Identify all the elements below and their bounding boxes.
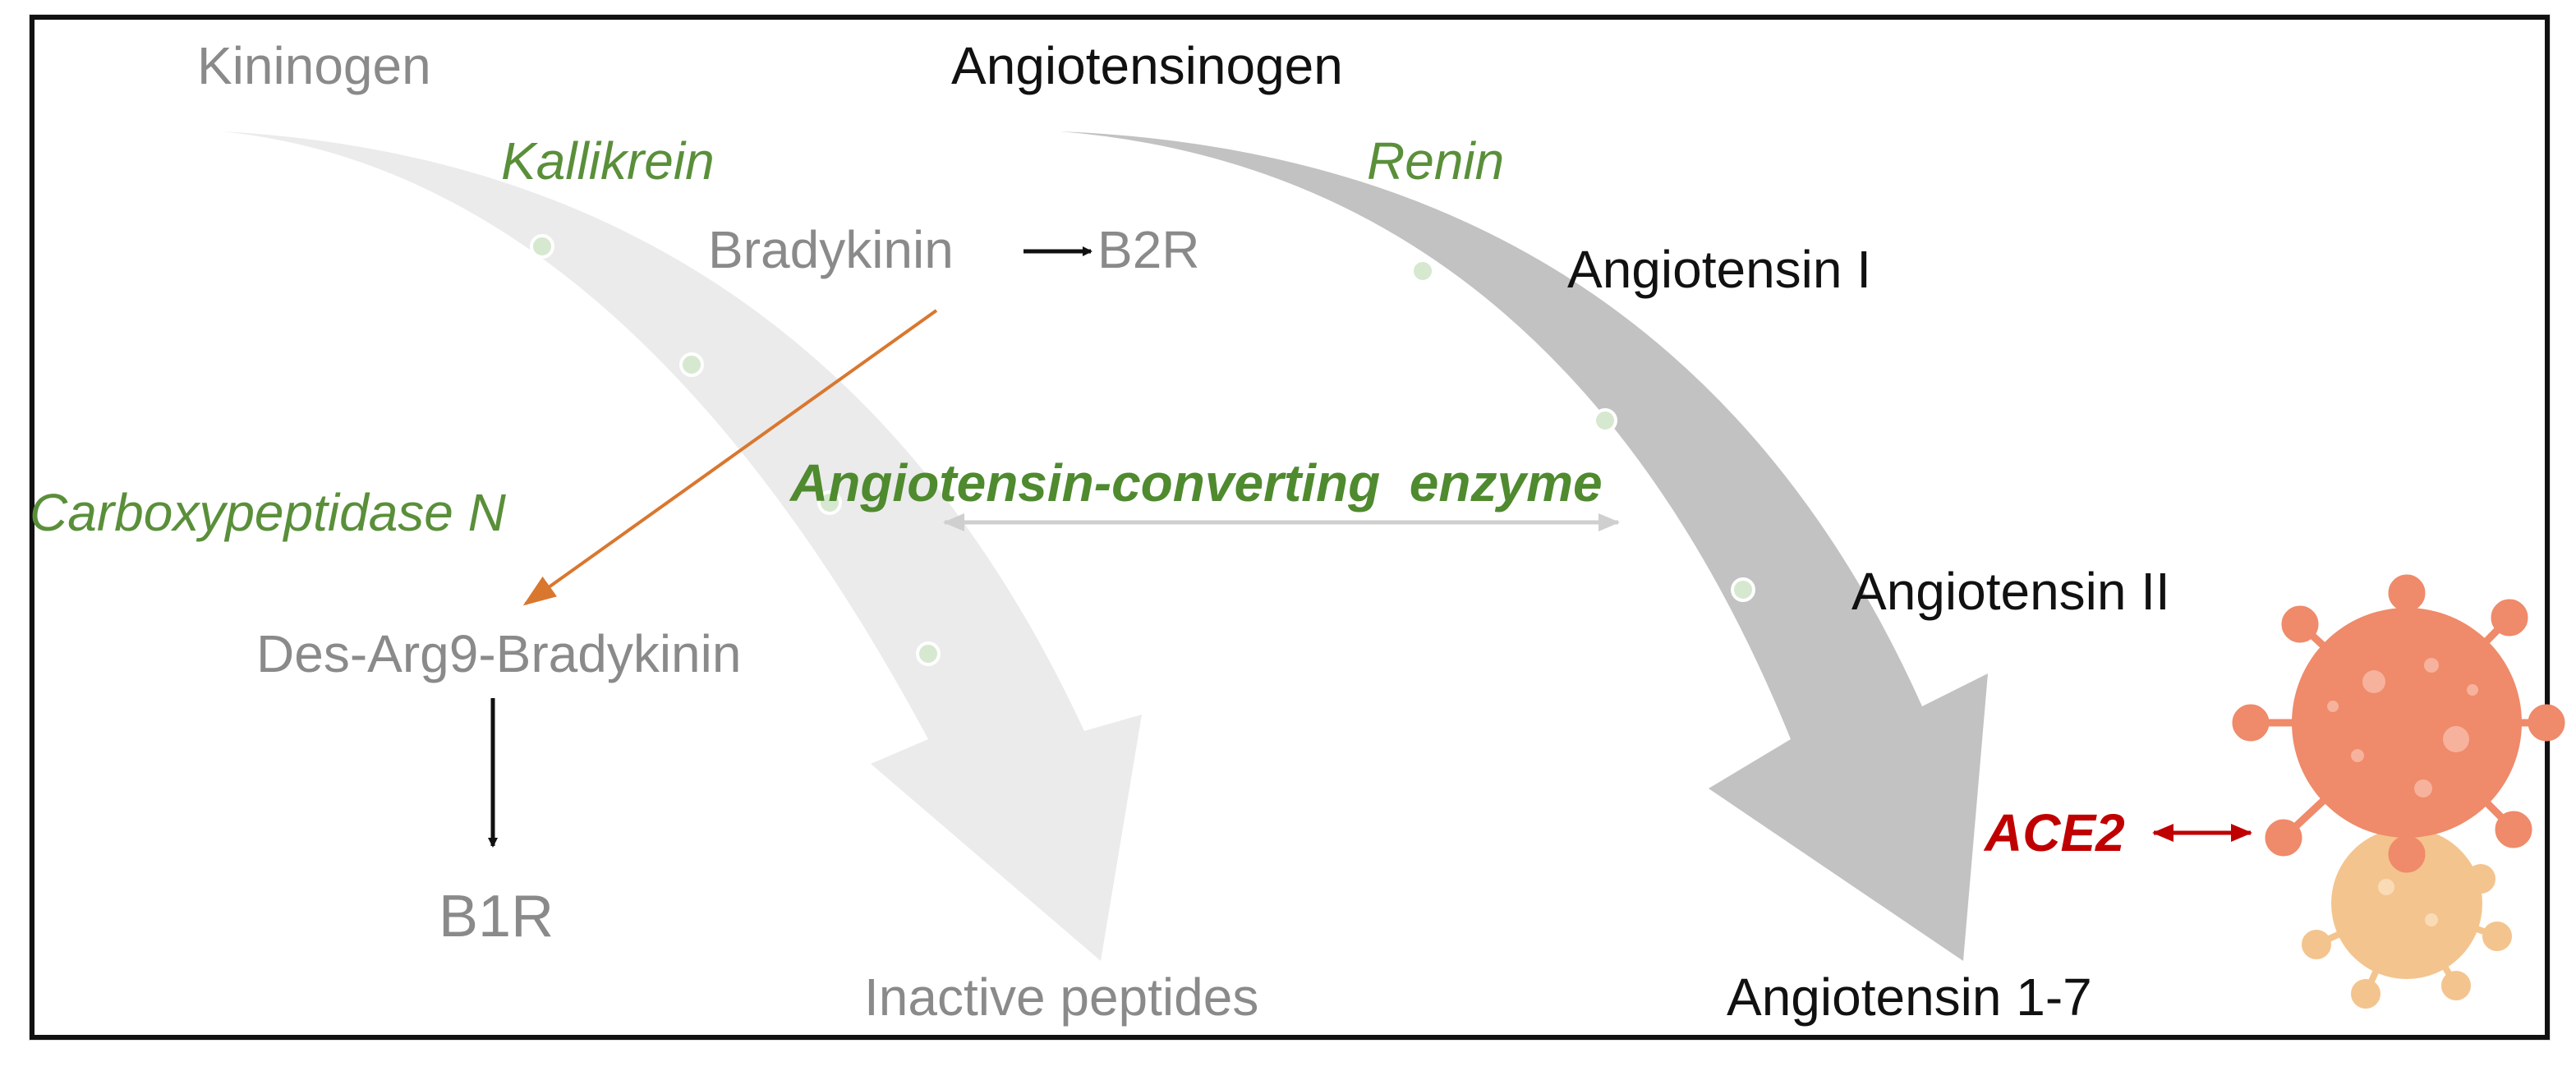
des-arg9-bradykinin-label: Des-Arg9-Bradykinin (256, 624, 741, 683)
angiotensinogen-label: Angiotensinogen (951, 36, 1343, 95)
coronavirus-icon (2232, 574, 2565, 1009)
kinin-curved-arrow (222, 131, 1142, 961)
b2r-label: B2R (1097, 220, 1200, 279)
pathway-dot (679, 352, 704, 377)
bradykinin-label: Bradykinin (708, 220, 954, 279)
carboxypeptidase-n-label: Carboxypeptidase N (30, 483, 507, 542)
angiotensin-1-7-label: Angiotensin 1-7 (1727, 968, 2092, 1027)
angiotensin-i-label: Angiotensin I (1567, 240, 1871, 299)
pathway-dot (1410, 259, 1435, 283)
carboxypeptidase-arrow (522, 309, 938, 606)
pathway-dot (1731, 577, 1755, 602)
pathway-dot (1593, 408, 1617, 433)
virus-large-icon (2232, 574, 2565, 873)
ace2-label: ACE2 (1983, 803, 2125, 862)
angiotensin-curved-arrow (1060, 131, 1988, 961)
angiotensin-ii-label: Angiotensin II (1852, 562, 2170, 621)
pathway-dot (817, 490, 842, 515)
ace-label: Angiotensin-converting enzyme (789, 453, 1603, 513)
inactive-peptides-label: Inactive peptides (864, 968, 1258, 1027)
kallikrein-label: Kallikrein (501, 131, 715, 191)
pathway-dot (530, 234, 554, 259)
b1r-label: B1R (439, 884, 554, 949)
renin-label: Renin (1367, 131, 1504, 191)
kininogen-label: Kininogen (197, 36, 431, 95)
pathway-dot (916, 641, 941, 666)
